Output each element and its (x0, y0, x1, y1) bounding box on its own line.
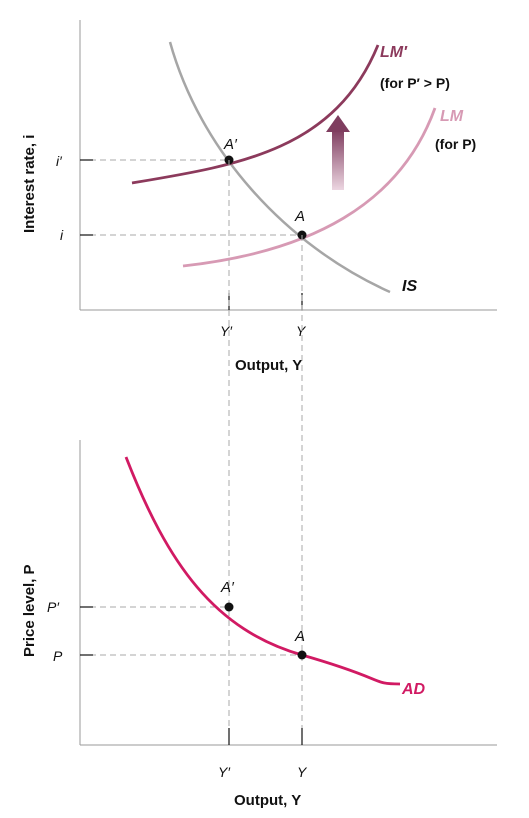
is-curve (168, 41, 391, 294)
lm-prime-label: LM′ (380, 44, 408, 61)
top-panel: A′ A i′ i Y′ Y Output, Y Interest rate, … (21, 20, 497, 374)
ad-curve (124, 456, 401, 686)
label-a-bottom: A (294, 628, 305, 645)
point-a-prime-bottom (224, 602, 234, 612)
tick-label-i: i (60, 227, 64, 243)
tick-label-y-bottom: Y (297, 764, 308, 780)
lm-curve (182, 107, 437, 268)
tick-label-y-prime-bottom: Y′ (218, 764, 231, 780)
is-label: IS (402, 278, 417, 295)
tick-label-p: P (53, 648, 63, 664)
up-arrow-icon (326, 115, 350, 190)
lm-prime-note: (for P′ > P) (380, 75, 450, 91)
label-a-prime-top: A′ (223, 136, 238, 153)
label-a-top: A (294, 208, 305, 225)
tick-label-i-prime: i′ (56, 153, 63, 169)
bottom-x-axis-title: Output, Y (234, 792, 301, 809)
lm-prime-curve (131, 44, 380, 185)
point-a-bottom (297, 650, 307, 660)
tick-label-y-prime-top: Y′ (220, 323, 233, 339)
bottom-y-axis-title: Price level, P (21, 564, 38, 657)
lm-note: (for P) (435, 136, 476, 152)
bottom-panel: A′ A P′ P Y′ Y Output, Y Price level, P … (21, 440, 497, 809)
ad-label: AD (401, 681, 426, 698)
lm-label: LM (440, 108, 464, 125)
top-y-axis-title: Interest rate, i (21, 135, 38, 233)
top-x-axis-title: Output, Y (235, 357, 302, 374)
label-a-prime-bottom: A′ (220, 579, 235, 596)
tick-label-p-prime: P′ (47, 599, 60, 615)
